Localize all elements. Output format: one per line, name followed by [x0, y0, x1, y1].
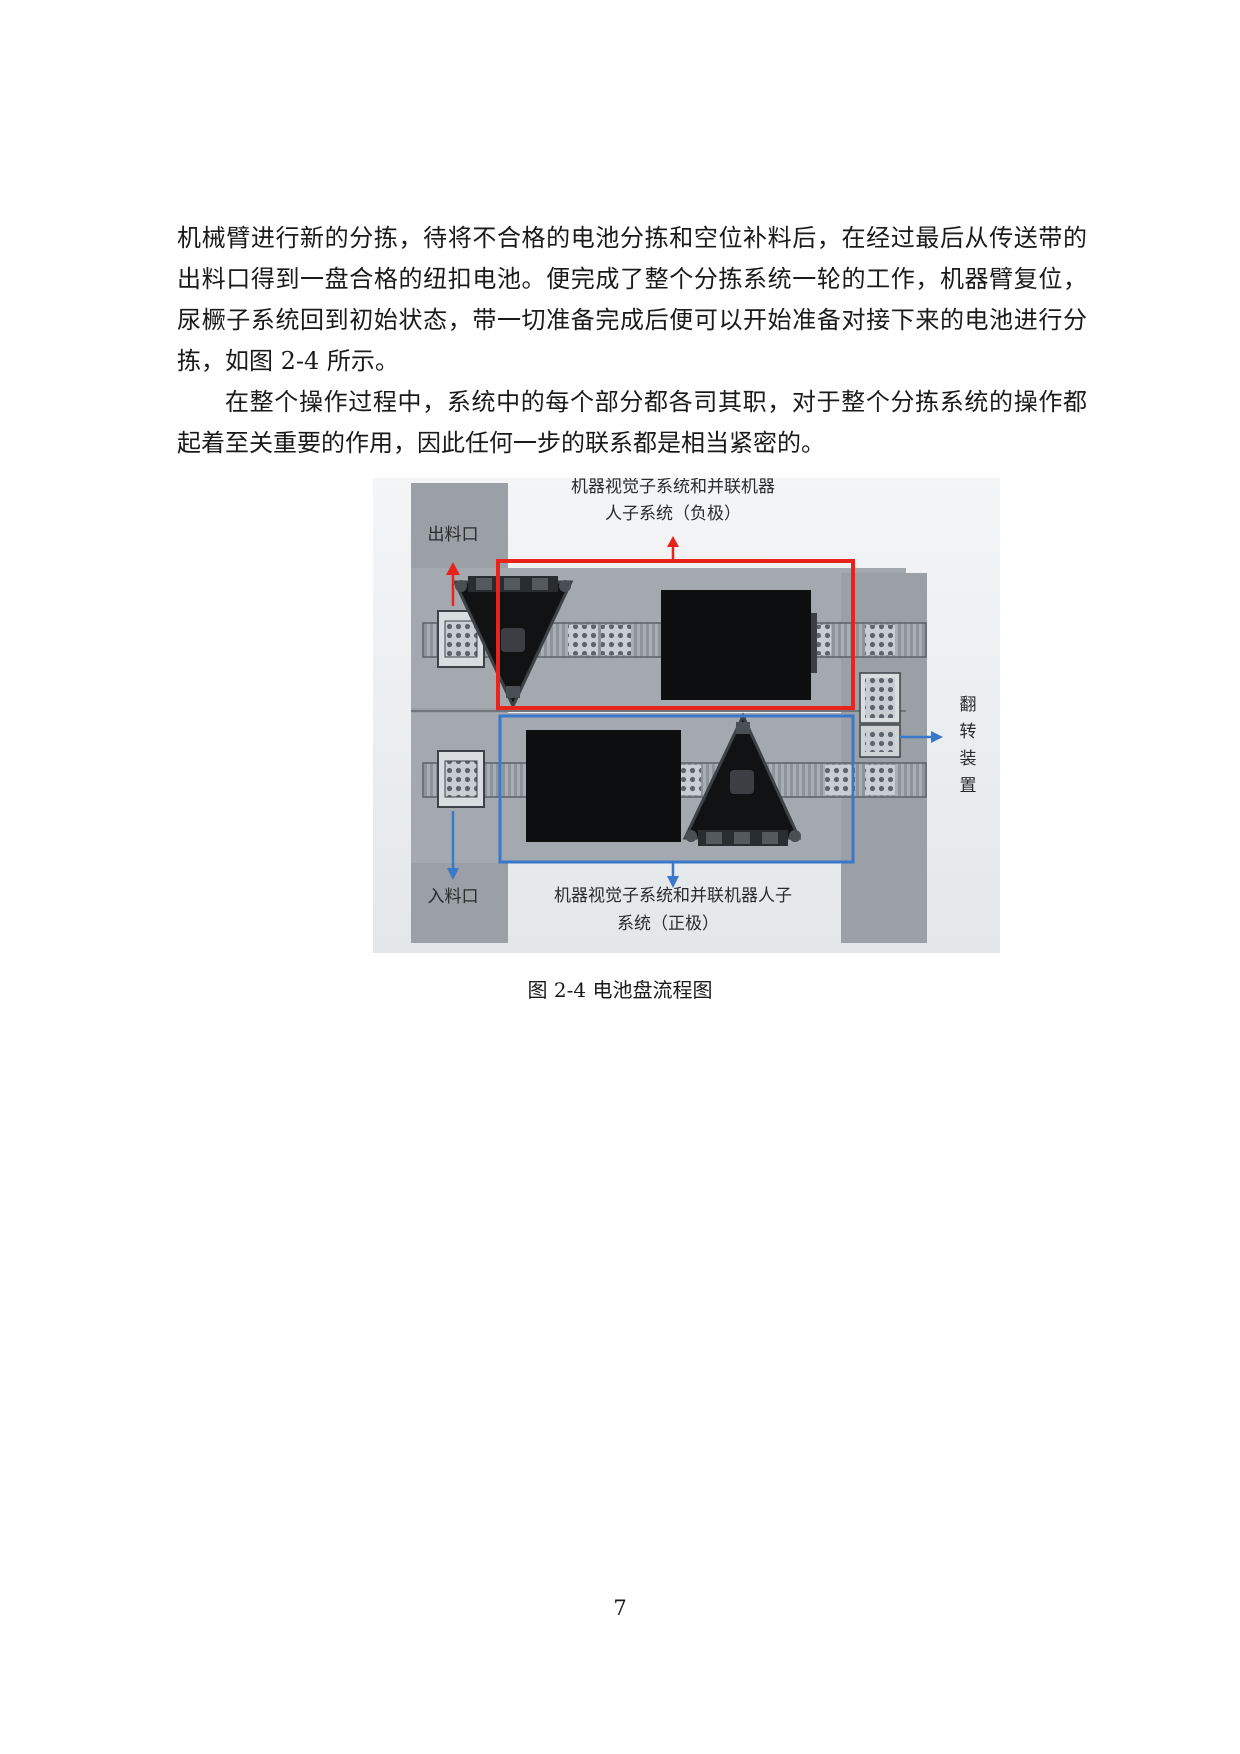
- svg-text:装: 装: [960, 749, 977, 769]
- label-outlet: 出料口: [428, 525, 479, 545]
- arrow-to-flip-device: [900, 731, 943, 743]
- arrow-inlet: [447, 811, 459, 880]
- label-negative-subsystem-line2: 人子系统（负极）: [605, 504, 741, 524]
- body-paragraph-2: 在整个操作过程中，系统中的每个部分都各司其职，对于整个分拣系统的操作都起着至关重…: [177, 388, 1087, 457]
- label-negative-subsystem-line1: 机器视觉子系统和并联机器: [571, 478, 775, 497]
- arrow-to-negative-subsystem: [667, 536, 679, 560]
- label-inlet: 入料口: [428, 887, 479, 907]
- label-positive-subsystem-line1: 机器视觉子系统和并联机器人子: [554, 886, 792, 906]
- negative-subsystem-highlight: [496, 559, 855, 710]
- vision-camera-box-negative: [661, 590, 811, 700]
- label-flip-device: 翻 转 装 置: [960, 695, 977, 796]
- arrow-to-positive-subsystem: [667, 863, 679, 888]
- page-number: 7: [613, 1596, 627, 1620]
- svg-text:置: 置: [960, 776, 977, 796]
- flip-device: [859, 672, 901, 758]
- figure-caption: 图 2-4 电池盘流程图: [527, 978, 713, 1002]
- arrow-outlet: [446, 562, 460, 606]
- svg-text:转: 转: [960, 722, 977, 742]
- body-paragraph-1: 机械臂进行新的分拣，待将不合格的电池分拣和空位补料后，在经过最后从传送带的出料口…: [177, 224, 1087, 375]
- svg-text:翻: 翻: [960, 695, 977, 715]
- vision-camera-box-positive: [526, 730, 681, 842]
- positive-subsystem-highlight: [498, 714, 855, 864]
- battery-tray-flowchart-figure: 机器视觉子系统和并联机器 人子系统（负极） 出料口 入料口 机器视觉子系统和并联…: [373, 478, 1000, 953]
- parallel-robot-positive: [682, 712, 802, 846]
- parallel-robot-negative: [452, 576, 574, 710]
- label-positive-subsystem-line2: 系统（正极）: [617, 914, 719, 934]
